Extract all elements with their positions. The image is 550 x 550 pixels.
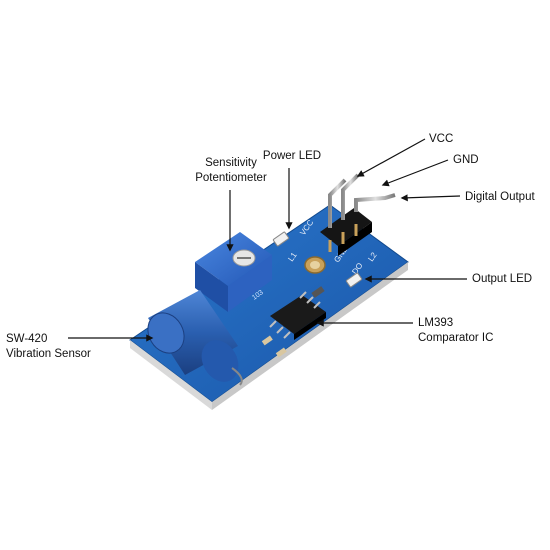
output-led — [345, 272, 363, 288]
annotation-arrows — [68, 138, 467, 342]
label-sensitivity-potentiometer: Sensitivity Potentiometer — [186, 156, 276, 186]
label-sw420-sensor: SW-420 Vibration Sensor — [6, 332, 91, 362]
label-lm393-line2: Comparator IC — [418, 332, 494, 344]
label-sw420-line2: Vibration Sensor — [6, 348, 91, 360]
smd-components — [261, 286, 325, 358]
sw420-sensor — [147, 290, 243, 386]
label-power-led-text: Power LED — [262, 150, 322, 162]
label-lm393-comparator: LM393 Comparator IC — [418, 316, 493, 346]
label-gnd: GND — [453, 153, 479, 168]
arrow-gnd — [381, 159, 449, 187]
label-power-led: Power LED — [262, 149, 322, 164]
arrow-vcc — [356, 138, 426, 177]
lm393-ic — [269, 291, 326, 340]
label-sensitivity-line2: Potentiometer — [195, 172, 267, 184]
power-led — [272, 231, 290, 247]
label-digital-output: Digital Output — [465, 190, 535, 205]
label-sw420-line1: SW-420 — [6, 333, 48, 345]
label-digital-output-text: Digital Output — [465, 191, 535, 203]
header-pins — [320, 173, 396, 256]
label-output-led: Output LED — [472, 272, 532, 287]
potentiometer: 103 — [195, 232, 272, 312]
label-lm393-line1: LM393 — [418, 317, 454, 329]
label-sensitivity-line1: Sensitivity — [205, 157, 257, 169]
arrow-digital-output — [400, 194, 461, 202]
label-output-led-text: Output LED — [472, 273, 533, 285]
label-vcc-text: VCC — [429, 133, 454, 145]
label-gnd-text: GND — [453, 154, 479, 166]
label-vcc: VCC — [429, 132, 453, 147]
